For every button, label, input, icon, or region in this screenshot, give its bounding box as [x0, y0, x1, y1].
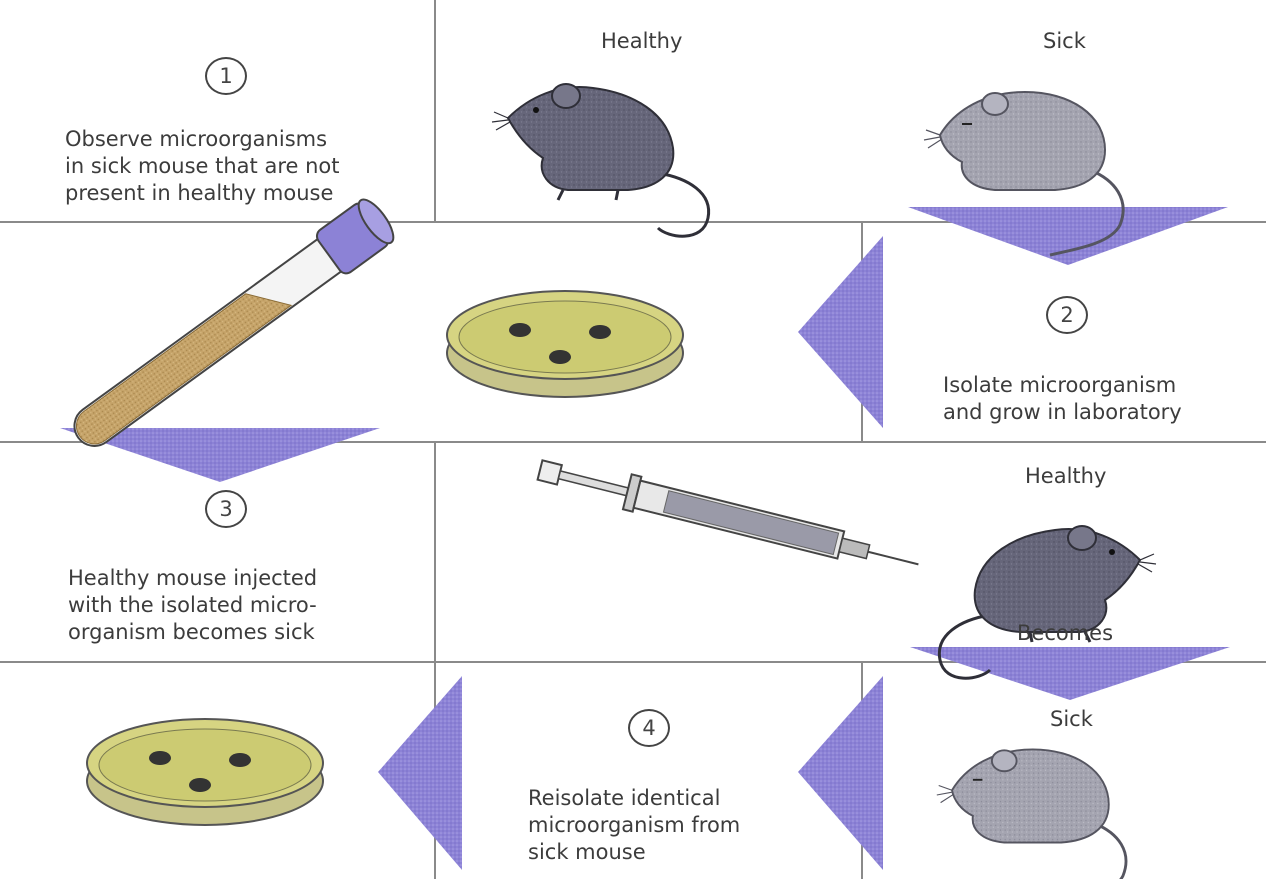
petri-dish-icon: [447, 291, 683, 397]
step-number: 4: [628, 709, 670, 747]
arrow-icon: [910, 647, 1230, 700]
arrow-icon: [378, 676, 462, 870]
arrow-icon: [798, 676, 883, 870]
arrow-icon: [798, 236, 883, 428]
arrow-icon: [908, 207, 1228, 265]
step-number: 1: [205, 57, 247, 95]
label-sick: Sick: [1050, 706, 1093, 733]
step-number: 2: [1046, 296, 1088, 334]
label-sick: Sick: [1043, 28, 1086, 55]
syringe-icon: [536, 453, 923, 582]
mouse-healthy-icon: [492, 84, 709, 236]
label-healthy: Healthy: [601, 28, 682, 55]
mouse-sick-icon: [937, 749, 1126, 879]
label-becomes: Becomes: [1017, 620, 1113, 647]
step-number: 3: [205, 490, 247, 528]
test-tube-icon: [63, 194, 399, 458]
petri-dish-icon: [87, 719, 323, 825]
label-healthy: Healthy: [1025, 463, 1106, 490]
